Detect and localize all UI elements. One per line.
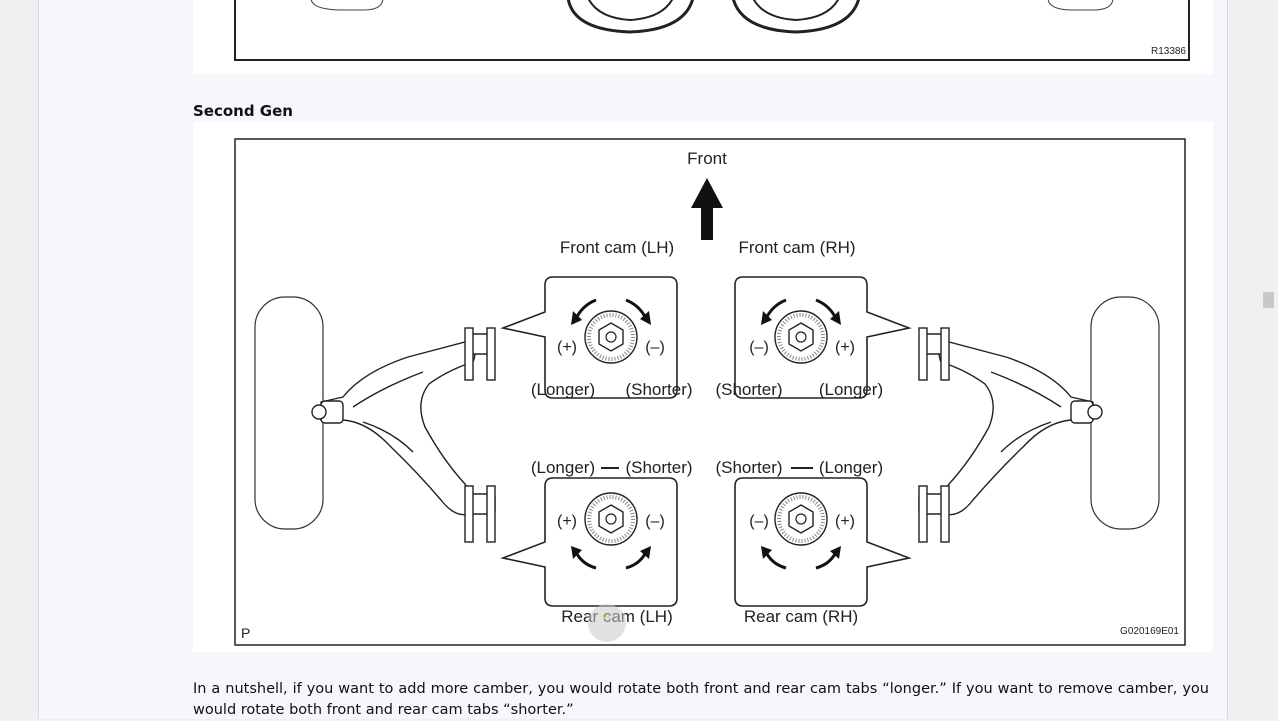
scrollbar[interactable] [1260,0,1278,719]
front-cam-lh-shorter: (Shorter) [625,380,692,399]
rear-cam-lh-dial [571,492,651,570]
front-cam-lh-longer: (Longer) [531,380,595,399]
front-label: Front [687,149,727,168]
front-arrow-icon [691,178,723,240]
rear-cam-lh-minus: (–) [645,513,665,530]
first-gen-figure: R13386 [193,0,1213,74]
figure-corner-letter: P [241,625,250,641]
front-cam-lh-plus: (+) [557,339,577,356]
article-paragraph: In a nutshell, if you want to add more c… [193,681,1209,718]
front-cam-rh-minus: (–) [749,339,769,356]
rear-cam-lh-longer: (Longer) [531,458,595,477]
article-page: R13386 Second Gen Front Front cam (LH) F… [38,0,1228,719]
front-cam-lh-minus: (–) [645,339,665,356]
front-cam-lh-label: Front cam (LH) [560,238,674,257]
first-gen-diagram: R13386 [234,0,1190,61]
right-control-arm [918,327,1103,543]
left-control-arm [311,327,496,543]
chevron-up-icon: ⌃ [600,612,614,631]
front-cam-rh-shorter: (Shorter) [715,380,782,399]
rear-cam-rh-longer: (Longer) [819,458,883,477]
scrollbar-thumb[interactable] [1263,292,1274,308]
rear-cam-lh-shorter: (Shorter) [625,458,692,477]
front-cam-lh-dial [571,298,651,364]
second-gen-figure: Front Front cam (LH) Front cam (RH) Rear… [193,122,1213,652]
front-cam-rh-plus: (+) [835,339,855,356]
front-cam-rh-label: Front cam (RH) [738,238,855,257]
first-figure-code: R13386 [1151,46,1186,57]
second-gen-diagram: Front Front cam (LH) Front cam (RH) Rear… [234,138,1186,646]
rear-cam-rh-dial [761,492,841,570]
rear-cam-rh-shorter: (Shorter) [715,458,782,477]
rear-cam-rh-minus: (–) [749,513,769,530]
front-cam-rh-longer: (Longer) [819,380,883,399]
section-heading: Second Gen [193,102,293,120]
rear-cam-lh-plus: (+) [557,513,577,530]
rear-cam-rh-plus: (+) [835,513,855,530]
second-figure-code: G020169E01 [1120,626,1179,637]
scroll-to-top-button[interactable]: ⌃ [588,604,626,642]
front-cam-rh-dial [761,298,841,364]
rear-cam-rh-label: Rear cam (RH) [744,607,858,626]
